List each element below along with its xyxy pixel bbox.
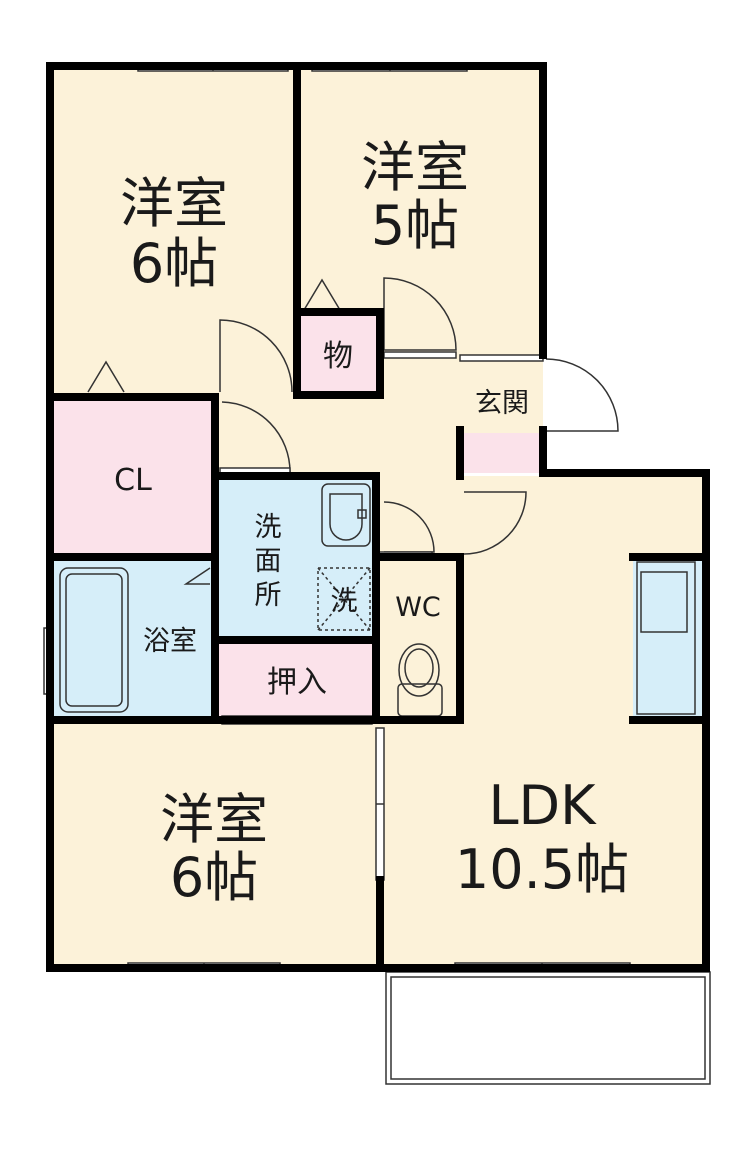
balcony-inner <box>390 976 706 1080</box>
door-bath <box>183 567 211 585</box>
kitchen-counter <box>633 557 706 720</box>
wall-storage <box>293 308 384 399</box>
washing-machine-space <box>317 567 371 631</box>
storage-label: 物 <box>323 339 353 374</box>
kitchen-counter-edge <box>636 561 696 715</box>
washroom-label-3: 所 <box>255 580 282 611</box>
washroom-label-1: 洗 <box>255 512 282 543</box>
walls <box>46 62 710 972</box>
room-closet <box>50 397 215 557</box>
closet-marker-storage <box>303 278 341 311</box>
washroom-label-2: 面 <box>255 546 282 577</box>
faucet <box>357 509 367 519</box>
room-entrance-floor <box>460 433 543 473</box>
room-size-bottom: 6帖 <box>170 846 258 909</box>
door-ldk <box>463 491 527 555</box>
toilet-bowl <box>398 643 440 697</box>
balcony <box>385 971 711 1085</box>
ldk-size: 10.5帖 <box>455 838 629 901</box>
toilet-seat <box>404 648 434 688</box>
room-washroom <box>215 476 376 640</box>
ldk-name: LDK <box>488 774 597 837</box>
bathtub-inner <box>65 573 123 707</box>
entrance-label: 玄関 <box>475 388 529 419</box>
kitchen-sink <box>640 571 688 633</box>
door-top-left-room <box>219 319 293 393</box>
opening-entrance <box>459 354 544 362</box>
labels: 洋室 6帖 洋室 5帖 物 玄関 CL 洗 面 所 洗 WC 浴室 押入 洋室 … <box>114 136 629 909</box>
room-western-top-right <box>297 66 543 312</box>
room-western-bottom <box>50 720 380 968</box>
wall-top-left-bottom <box>46 393 219 724</box>
room-oshiire <box>215 640 376 720</box>
door-swings <box>87 277 619 585</box>
toilet-label: WC <box>395 592 441 623</box>
washing-machine-label: 洗 <box>331 586 358 617</box>
room-name-bottom: 洋室 <box>160 788 268 851</box>
window-storage-opening <box>383 351 457 359</box>
door-toilet <box>383 501 435 553</box>
room-storage <box>297 312 380 397</box>
room-name-top-left: 洋室 <box>120 172 228 235</box>
wall-outer-right-upper <box>46 426 710 972</box>
wall-toilet <box>372 553 464 724</box>
washing-machine-diag-2 <box>317 567 371 631</box>
door-top-right-room <box>383 277 457 351</box>
bathtub <box>59 567 129 713</box>
door-closet <box>221 401 291 473</box>
room-name-top-right: 洋室 <box>361 136 469 199</box>
room-size-top-left: 6帖 <box>130 232 218 295</box>
closet-label: CL <box>114 463 152 498</box>
bathroom-label: 浴室 <box>143 626 197 657</box>
washbasin <box>321 483 371 547</box>
washing-machine-diag-1 <box>317 567 371 631</box>
room-size-top-right: 5帖 <box>371 194 459 257</box>
door-entrance <box>545 358 619 432</box>
closet-marker-top-left <box>87 360 125 393</box>
washbasin-bowl <box>329 493 363 541</box>
fixtures <box>59 483 711 1085</box>
oshiire-label: 押入 <box>267 665 327 700</box>
